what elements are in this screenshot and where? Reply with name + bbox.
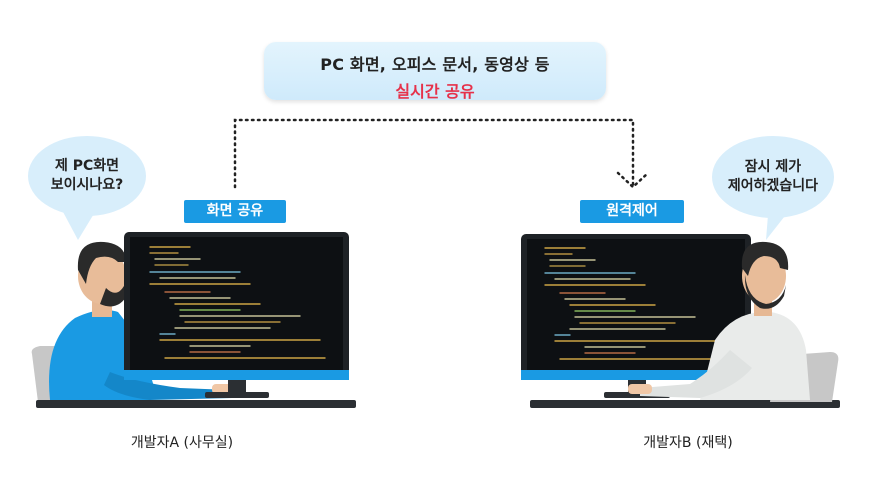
left-developer-scene [31,232,356,408]
feature-banner: PC 화면, 오피스 문서, 동영상 등 실시간 공유 [264,42,606,101]
bubble-right-line-1: 잠시 제가 [744,159,802,175]
banner-line-1: PC 화면, 오피스 문서, 동영상 등 [320,55,550,74]
bubble-left-line-2: 보이시나요? [50,177,124,193]
remote-control-tag: 원격제어 [580,200,684,223]
caption-developer-a: 개발자A (사무실) [130,435,234,451]
connector-arrowhead-icon [616,171,650,189]
caption-developer-b: 개발자B (재택) [643,435,733,451]
bubble-left-line-1: 제 PC화면 [54,158,120,174]
right-developer-scene [521,234,840,408]
connector-dotted-line [233,118,635,189]
bubble-right-line-2: 제어하겠습니다 [727,178,819,194]
screen-share-tag: 화면 공유 [184,200,286,223]
speech-bubble-left: 제 PC화면 보이시나요? [28,136,146,216]
banner-line-2: 실시간 공유 [395,82,475,101]
speech-bubble-right: 잠시 제가 제어하겠습니다 [712,136,834,218]
